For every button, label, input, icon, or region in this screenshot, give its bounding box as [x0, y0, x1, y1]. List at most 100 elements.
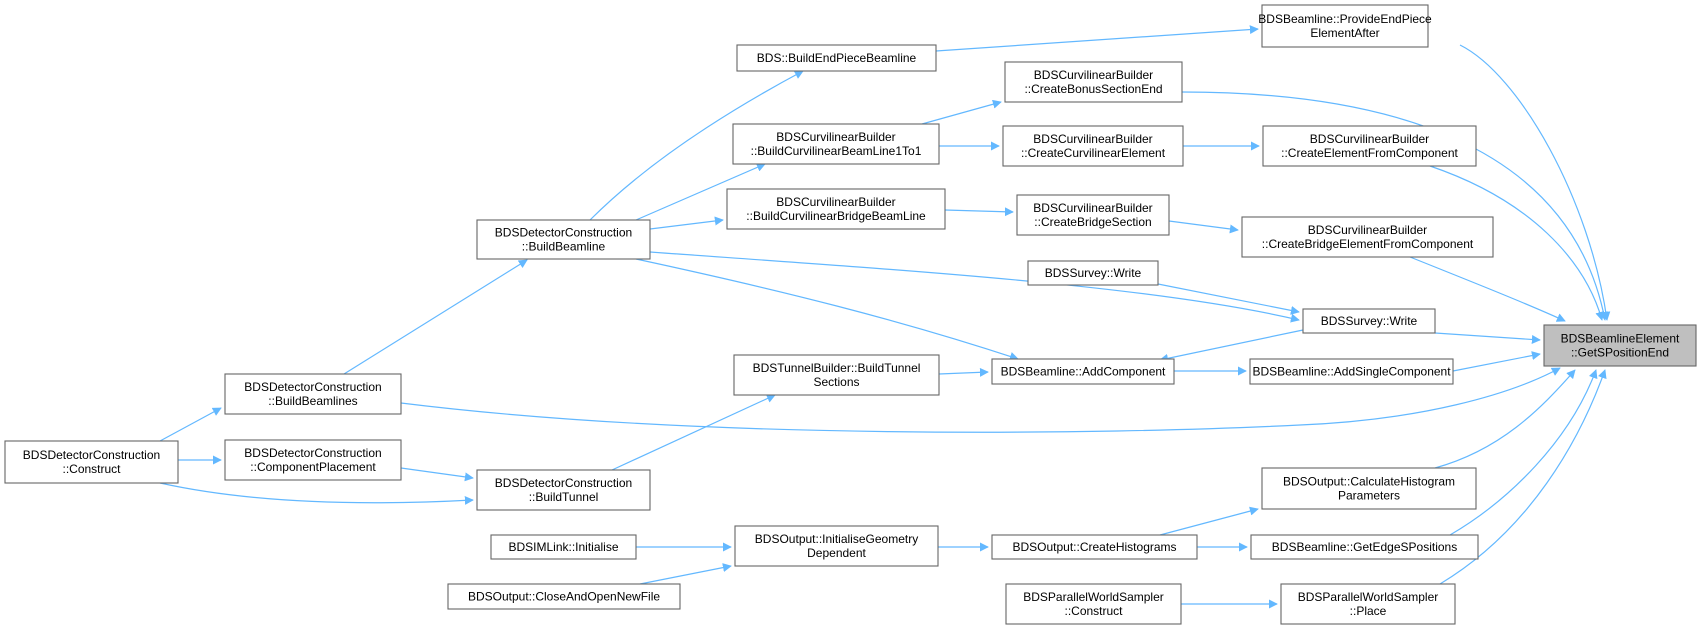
node-label: BDSDetectorConstruction [23, 448, 160, 462]
node-label: ::CreateBridgeElementFromComponent [1262, 237, 1474, 251]
node-build-bridge[interactable]: BDSCurvilinearBuilder::BuildCurvilinearB… [726, 188, 946, 230]
node-create-curv-el[interactable]: BDSCurvilinearBuilder::CreateCurvilinear… [1002, 125, 1184, 167]
node-build-end[interactable]: BDS::BuildEndPieceBeamline [736, 44, 937, 72]
node-create-el-comp[interactable]: BDSCurvilinearBuilder::CreateElementFrom… [1262, 125, 1477, 167]
node-label: BDSBeamline::ProvideEndPiece [1258, 12, 1432, 26]
node-box [1261, 467, 1477, 510]
node-label: BDSSurvey::Write [1321, 314, 1418, 328]
node-survey-write-b[interactable]: BDSSurvey::Write [1302, 308, 1436, 334]
node-box [1250, 534, 1479, 560]
node-label: ::GetSPositionEnd [1571, 346, 1669, 360]
node-det-comp-place[interactable]: BDSDetectorConstruction::ComponentPlacem… [224, 439, 402, 481]
node-label: BDSOutput::CalculateHistogram [1283, 475, 1455, 489]
node-label: BDSOutput::InitialiseGeometry [755, 532, 918, 546]
edge-survey_write_b-to-add_component [1159, 329, 1304, 363]
edge-survey_write_b-to-root [1434, 332, 1541, 344]
node-label: Parameters [1338, 489, 1400, 503]
node-label: ::BuildTunnel [529, 490, 599, 504]
edge-det_build_beamline-to-build_bridge [649, 216, 724, 230]
node-label: ::CreateCurvilinearElement [1021, 146, 1166, 160]
node-survey-write-a[interactable]: BDSSurvey::Write [1027, 260, 1159, 286]
node-box [1302, 308, 1436, 334]
edge-build_curv-to-bonus_end [921, 99, 1002, 125]
node-build-curv[interactable]: BDSCurvilinearBuilder::BuildCurvilinearB… [732, 123, 940, 165]
node-label: BDSBeamline::GetEdgeSPositions [1272, 540, 1457, 554]
node-label: BDSDetectorConstruction [495, 226, 632, 240]
edges [159, 25, 1611, 609]
edge-survey_write_a-to-survey_write_b [1157, 283, 1300, 315]
node-label: ::ComponentPlacement [250, 460, 376, 474]
node-create-bridge-el[interactable]: BDSCurvilinearBuilder::CreateBridgeEleme… [1241, 216, 1494, 258]
node-add-component[interactable]: BDSBeamline::AddComponent [991, 358, 1175, 385]
node-label: BDSBeamline::AddComponent [1001, 365, 1166, 379]
node-close-open[interactable]: BDSOutput::CloseAndOpenNewFile [447, 583, 681, 610]
edge-add_single-to-root [1452, 351, 1541, 372]
node-label: ElementAfter [1310, 26, 1379, 40]
edge-det_construct-to-det_build_beamlines [159, 407, 222, 442]
node-label: ::BuildCurvilinearBeamLine1To1 [751, 144, 922, 158]
edge-create_el_comp-to-root [1429, 165, 1605, 321]
node-label: Dependent [807, 546, 866, 560]
node-box [1005, 583, 1182, 625]
node-root[interactable]: BDSBeamlineElement::GetSPositionEnd [1543, 324, 1697, 367]
edge-det_construct-to-det_build_tunnel [159, 482, 474, 505]
node-label: BDSDetectorConstruction [244, 446, 381, 460]
node-box [1249, 358, 1454, 385]
node-label: ::CreateElementFromComponent [1281, 146, 1458, 160]
node-box [1261, 4, 1429, 48]
node-box [1004, 61, 1183, 103]
node-det-build-tunnel[interactable]: BDSDetectorConstruction::BuildTunnel [476, 469, 651, 511]
nodes: BDSBeamlineElement::GetSPositionEndBDSBe… [4, 4, 1697, 625]
node-det-construct[interactable]: BDSDetectorConstruction::Construct [4, 440, 179, 484]
node-edge-spos[interactable]: BDSBeamline::GetEdgeSPositions [1250, 534, 1479, 560]
edge-create_bridge_el-to-root [1409, 256, 1566, 322]
edge-det_build_beamline-to-add_component [635, 258, 1019, 361]
node-box [224, 373, 402, 415]
node-label: ::Place [1350, 604, 1387, 618]
node-label: BDSTunnelBuilder::BuildTunnel [753, 361, 921, 375]
node-create-hist[interactable]: BDSOutput::CreateHistograms [991, 534, 1198, 560]
node-label: BDSCurvilinearBuilder [1033, 201, 1152, 215]
node-box [736, 44, 937, 72]
node-pws-place[interactable]: BDSParallelWorldSampler::Place [1280, 583, 1456, 625]
node-box [1002, 125, 1184, 167]
node-label: ::BuildCurvilinearBridgeBeamLine [746, 209, 926, 223]
node-label: BDSParallelWorldSampler [1023, 590, 1164, 604]
node-label: BDSCurvilinearBuilder [776, 195, 895, 209]
node-label: Sections [813, 375, 859, 389]
node-box [1280, 583, 1456, 625]
node-label: BDSIMLink::Initialise [508, 540, 618, 554]
node-add-single[interactable]: BDSBeamline::AddSingleComponent [1249, 358, 1454, 385]
node-det-build-beamline[interactable]: BDSDetectorConstruction::BuildBeamline [476, 219, 651, 260]
node-label: BDSOutput::CloseAndOpenNewFile [468, 590, 660, 604]
edge-calc_hist-to-root [1434, 369, 1576, 469]
node-label: BDSCurvilinearBuilder [1033, 132, 1152, 146]
node-box [726, 188, 946, 230]
edge-provide_end-to-root [1459, 44, 1611, 321]
node-det-build-beamlines[interactable]: BDSDetectorConstruction::BuildBeamlines [224, 373, 402, 415]
node-label: BDSParallelWorldSampler [1298, 590, 1439, 604]
edge-build_bridge-to-create_bridge_sec [944, 207, 1014, 217]
node-label: BDS::BuildEndPieceBeamline [757, 51, 917, 65]
node-label: BDSSurvey::Write [1045, 266, 1142, 280]
node-simlink-init[interactable]: BDSIMLink::Initialise [490, 534, 637, 560]
node-create-bridge-sec[interactable]: BDSCurvilinearBuilder::CreateBridgeSecti… [1016, 194, 1170, 236]
node-label: ::CreateBridgeSection [1034, 215, 1151, 229]
edge-pws_place-to-root [1439, 369, 1607, 585]
edge-build_end-to-provide_end [935, 25, 1259, 52]
node-box [1262, 125, 1477, 167]
node-bonus-end[interactable]: BDSCurvilinearBuilder::CreateBonusSectio… [1004, 61, 1183, 103]
node-box [447, 583, 681, 610]
node-pws-construct[interactable]: BDSParallelWorldSampler::Construct [1005, 583, 1182, 625]
node-label: BDSDetectorConstruction [244, 380, 381, 394]
node-label: ::CreateBonusSectionEnd [1024, 82, 1162, 96]
edge-det_build_tunnel-to-tunnel_builder [611, 394, 776, 471]
node-label: ::BuildBeamline [522, 240, 606, 254]
node-box [476, 219, 651, 260]
edge-create_hist-to-calc_hist [1159, 506, 1259, 536]
